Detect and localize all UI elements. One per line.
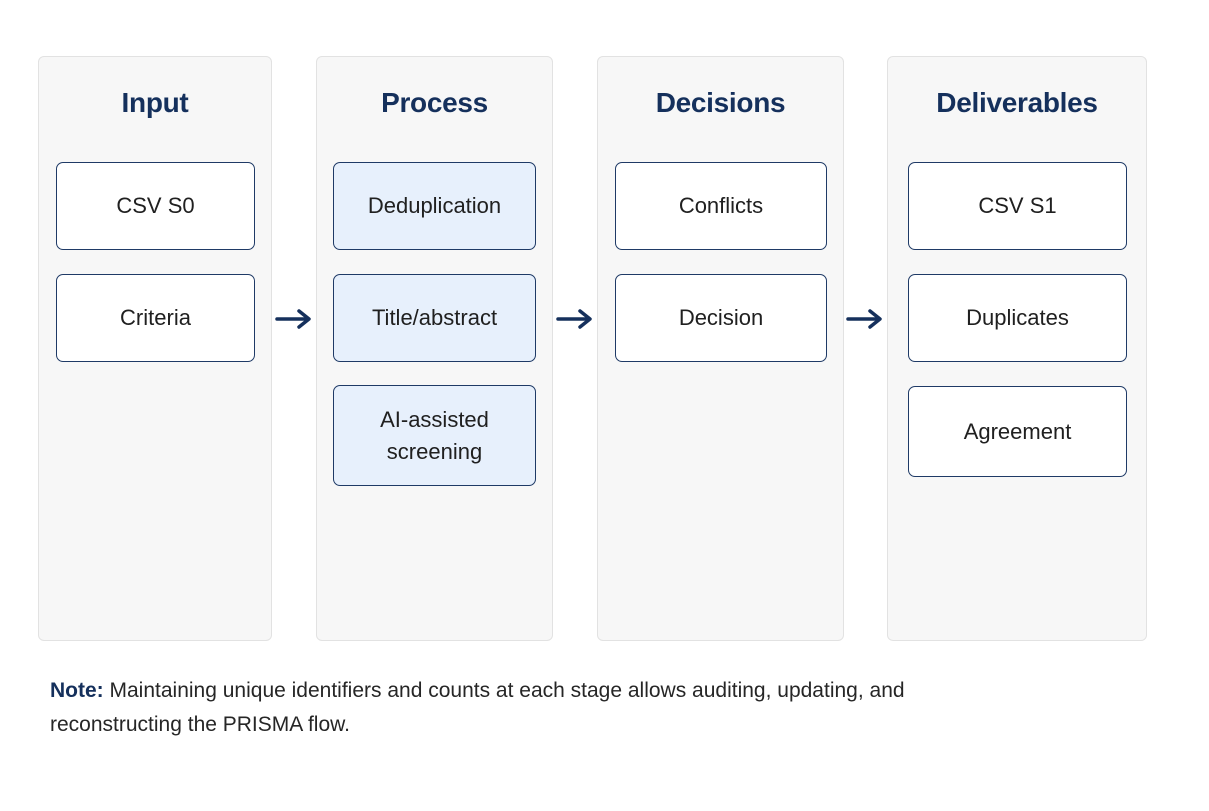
input-box-criteria: Criteria [56,274,255,362]
process-title: Process [381,87,488,118]
process-box-ai-screening: AI-assisted screening [333,385,536,486]
deliverables-box-label: Agreement [963,418,1072,444]
deliverables-title: Deliverables [936,87,1098,118]
note-text: Note: Maintaining unique identifiers and… [50,674,950,742]
arrow-right-icon [275,307,315,331]
process-box-label: Deduplication [367,193,502,218]
deliverables-box-label: Duplicates [966,305,1069,330]
decisions-title: Decisions [655,87,786,118]
deliverables-box-agreement: Agreement [908,386,1127,477]
input-title: Input [121,87,189,118]
deliverables-box-label: CSV S1 [978,193,1057,218]
process-box-label: Title/abstract [371,305,498,330]
input-box-label: Criteria [120,305,191,330]
note-body: Maintaining unique identifiers and count… [50,679,905,736]
decisions-box-label: Decision [678,305,764,330]
process-box-label: AI-assisted screening [380,406,489,464]
input-box-label: CSV S0 [116,193,195,218]
deliverables-box-duplicates: Duplicates [908,274,1127,362]
process-box-deduplication: Deduplication [333,162,536,250]
process-box-title-abstract: Title/abstract [333,274,536,362]
decisions-box-conflicts: Conflicts [615,162,827,250]
arrow-right-icon [846,307,886,331]
decisions-box-decision: Decision [615,274,827,362]
decisions-box-label: Conflicts [678,193,764,218]
note-label: Note: [50,679,104,702]
deliverables-box-csv-s1: CSV S1 [908,162,1127,250]
input-box-csv-s0: CSV S0 [56,162,255,250]
arrow-right-icon [556,307,596,331]
